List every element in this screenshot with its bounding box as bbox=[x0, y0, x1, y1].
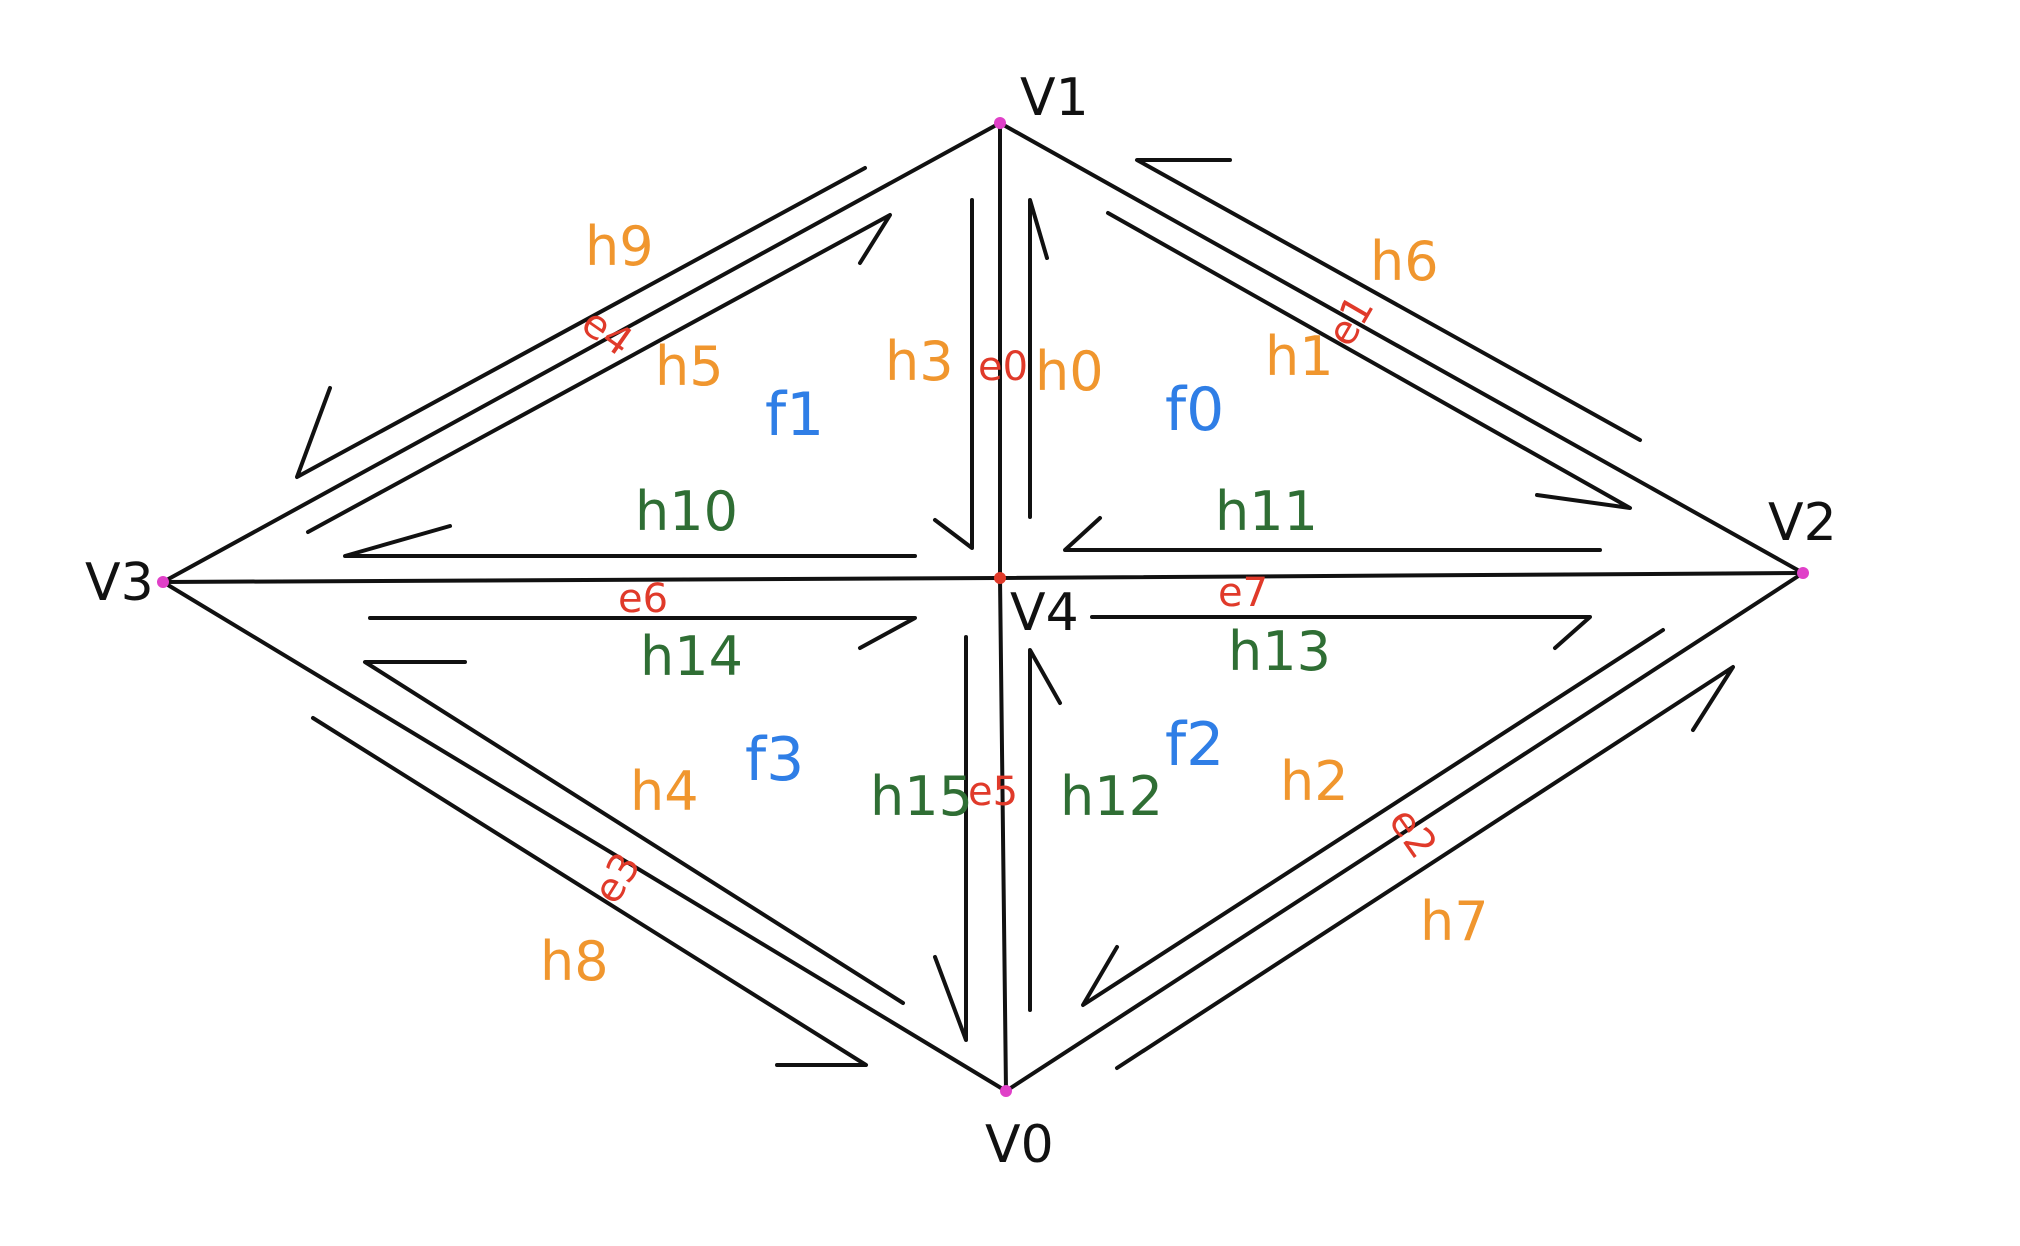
vertex-dot-v0 bbox=[1000, 1085, 1012, 1097]
vertex-labels: V1 V2 V3 V0 V4 bbox=[85, 68, 1837, 1175]
halfedge-h6-arrow bbox=[1135, 158, 1642, 442]
halfedge-h8-arrow bbox=[311, 716, 868, 1067]
halfedge-label-h8: h8 bbox=[540, 930, 609, 993]
vertex-label-v2: V2 bbox=[1768, 493, 1837, 553]
face-labels: f0 f1 f2 f3 bbox=[745, 375, 1224, 795]
halfedge-label-h11: h11 bbox=[1215, 480, 1318, 543]
halfedge-h7-arrow bbox=[1115, 665, 1735, 1070]
halfedge-label-h0: h0 bbox=[1035, 340, 1104, 403]
face-label-f0: f0 bbox=[1165, 375, 1224, 445]
halfedge-label-h14: h14 bbox=[640, 625, 743, 688]
face-label-f3: f3 bbox=[745, 725, 804, 795]
halfedge-h15-arrow bbox=[933, 635, 968, 1042]
halfedge-label-h2: h2 bbox=[1280, 750, 1349, 813]
halfedge-label-h4: h4 bbox=[630, 760, 699, 823]
vertex-label-v4: V4 bbox=[1010, 583, 1079, 643]
edge-e3 bbox=[161, 580, 1008, 1093]
vertex-label-v1: V1 bbox=[1020, 68, 1089, 128]
halfedge-h14-arrow bbox=[368, 616, 917, 650]
halfedge-h9-arrow bbox=[295, 166, 867, 479]
face-label-f2: f2 bbox=[1165, 710, 1224, 780]
vertex-dot-v1 bbox=[994, 117, 1006, 129]
edge-label-e0: e0 bbox=[978, 344, 1028, 390]
face-label-f1: f1 bbox=[765, 380, 824, 450]
halfedge-arrows bbox=[295, 158, 1735, 1070]
halfedge-label-h12: h12 bbox=[1060, 765, 1163, 828]
vertex-label-v0: V0 bbox=[985, 1115, 1054, 1175]
halfedge-h5-arrow bbox=[306, 213, 892, 534]
halfedge-h11-arrow bbox=[1063, 516, 1602, 552]
edge-e5 bbox=[998, 576, 1008, 1093]
halfedge-h3-arrow bbox=[933, 198, 974, 550]
halfedge-label-h9: h9 bbox=[585, 215, 654, 278]
vertex-label-v3: V3 bbox=[85, 553, 154, 613]
mesh-edges bbox=[161, 121, 1805, 1093]
halfedge-labels: h0 h1 h2 h3 h4 h5 h6 h7 h8 h9 h10 h11 h1… bbox=[540, 215, 1489, 993]
edge-e4 bbox=[161, 121, 1002, 584]
edge-e2 bbox=[1004, 571, 1805, 1093]
halfedge-h13-arrow bbox=[1090, 615, 1592, 650]
halfedge-h4-arrow bbox=[363, 660, 905, 1005]
halfedge-h2-arrow bbox=[1081, 628, 1665, 1007]
edge-label-e7: e7 bbox=[1218, 570, 1268, 616]
halfedge-h0-arrow bbox=[1028, 198, 1049, 519]
halfedge-label-h7: h7 bbox=[1420, 890, 1489, 953]
halfedge-label-h1: h1 bbox=[1265, 325, 1334, 388]
vertex-dot-v2 bbox=[1797, 567, 1809, 579]
halfedge-h10-arrow bbox=[343, 524, 917, 558]
edge-label-e5: e5 bbox=[968, 769, 1018, 815]
edge-label-e6: e6 bbox=[618, 576, 668, 622]
edge-e6 bbox=[161, 576, 1002, 584]
edge-e1 bbox=[998, 121, 1805, 575]
vertex-dot-v4 bbox=[994, 572, 1006, 584]
halfedge-label-h10: h10 bbox=[635, 480, 738, 543]
halfedge-h1-arrow bbox=[1106, 211, 1632, 510]
vertex-dots bbox=[157, 117, 1809, 1097]
halfedge-label-h15: h15 bbox=[870, 765, 973, 828]
halfedge-label-h6: h6 bbox=[1370, 230, 1439, 293]
halfedge-label-h13: h13 bbox=[1228, 620, 1331, 683]
vertex-dot-v3 bbox=[157, 576, 169, 588]
halfedge-label-h3: h3 bbox=[885, 330, 954, 393]
halfedge-h12-arrow bbox=[1028, 648, 1062, 1012]
halfedge-label-h5: h5 bbox=[655, 335, 724, 398]
edge-label-e3: e3 bbox=[585, 845, 651, 912]
edge-e7 bbox=[998, 571, 1805, 580]
